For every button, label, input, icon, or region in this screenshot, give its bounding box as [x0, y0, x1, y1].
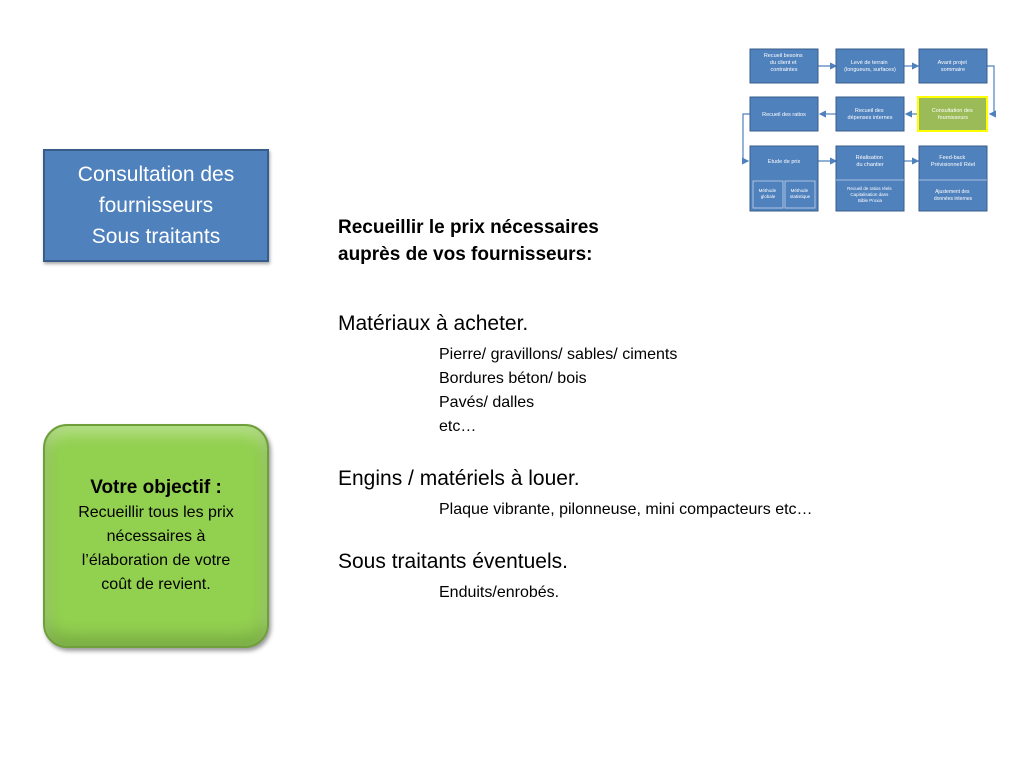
section-materials-title: Matériaux à acheter.	[338, 312, 529, 335]
real-ratios-label: Recueil de ratios réels Capitalisation d…	[847, 186, 893, 203]
step-feedback-label: Feed-back Prévisionnel/ Réel	[931, 155, 975, 168]
section-title-box: Consultation des fournisseurs Sous trait…	[43, 149, 269, 262]
content-heading-line-2: auprès de vos fournisseurs:	[338, 244, 593, 265]
step-site-execution-label: Réalisation du chantier	[856, 155, 885, 168]
step-supplier-consultation-box	[917, 96, 988, 132]
step-feedback-box	[918, 145, 988, 212]
objective-line-2: nécessaires à	[106, 528, 206, 545]
method-global-box	[752, 180, 784, 209]
connector-arrow	[987, 65, 996, 118]
content-heading-line-1: Recueillir le prix nécessaires	[338, 217, 599, 238]
section-title-line-1: Consultation des	[77, 163, 235, 186]
section-title-line-2: fournisseurs	[98, 194, 214, 217]
step-survey-box	[835, 48, 905, 84]
objective-box: Votre objectif : Recueillir tous les pri…	[43, 424, 269, 648]
step-client-needs-box	[749, 48, 819, 84]
section-equipment-title: Engins / matériels à louer.	[338, 467, 580, 490]
materials-item: etc…	[439, 418, 477, 435]
method-global-label: Méthode globale	[759, 188, 778, 199]
step-ratios-box	[749, 96, 819, 132]
objective-line-1: Recueillir tous les prix	[78, 504, 234, 521]
step-site-execution-box	[835, 145, 905, 212]
materials-item: Bordures béton/ bois	[439, 370, 587, 387]
step-preliminary-box	[918, 48, 988, 84]
equipment-item: Plaque vibrante, pilonneuse, mini compac…	[439, 501, 813, 518]
step-supplier-consultation-label: Consultation des fournisseurs	[932, 108, 975, 121]
section-subcontractors-title: Sous traitants éventuels.	[338, 550, 568, 573]
process-diagram: Recueil besoins du client et contraintes…	[742, 48, 996, 212]
subcontractors-item: Enduits/enrobés.	[439, 584, 560, 601]
connector-arrow	[742, 113, 750, 165]
data-adjustment-label: Ajustement des données internes	[934, 189, 973, 202]
diagram-connectors	[742, 62, 996, 165]
step-survey-label: Levé de terrain (longueurs, surfaces)	[844, 60, 896, 73]
step-preliminary-label: Avant projet sommaire	[938, 60, 969, 73]
materials-item: Pierre/ gravillons/ sables/ ciments	[439, 346, 678, 363]
objective-line-3: l’élaboration de votre	[81, 552, 231, 569]
step-internal-costs-label: Recueil des dépenses internes	[848, 108, 893, 121]
method-statistical-box	[784, 180, 816, 209]
section-title-line-3: Sous traitants	[91, 225, 221, 248]
main-content: Recueillir le prix nécessaires auprès de…	[338, 214, 938, 605]
materials-item: Pavés/ dalles	[439, 394, 535, 411]
step-price-study-label: Etude de prix	[768, 159, 801, 165]
objective-line-4: coût de revient.	[101, 576, 211, 593]
method-statistical-label: Méthode statistique	[790, 188, 811, 199]
step-ratios-label: Recueil des ratios	[762, 112, 806, 118]
step-internal-costs-box	[835, 96, 905, 132]
objective-title: Votre objectif :	[90, 477, 222, 498]
step-client-needs-label: Recueil besoins du client et contraintes	[764, 53, 804, 73]
